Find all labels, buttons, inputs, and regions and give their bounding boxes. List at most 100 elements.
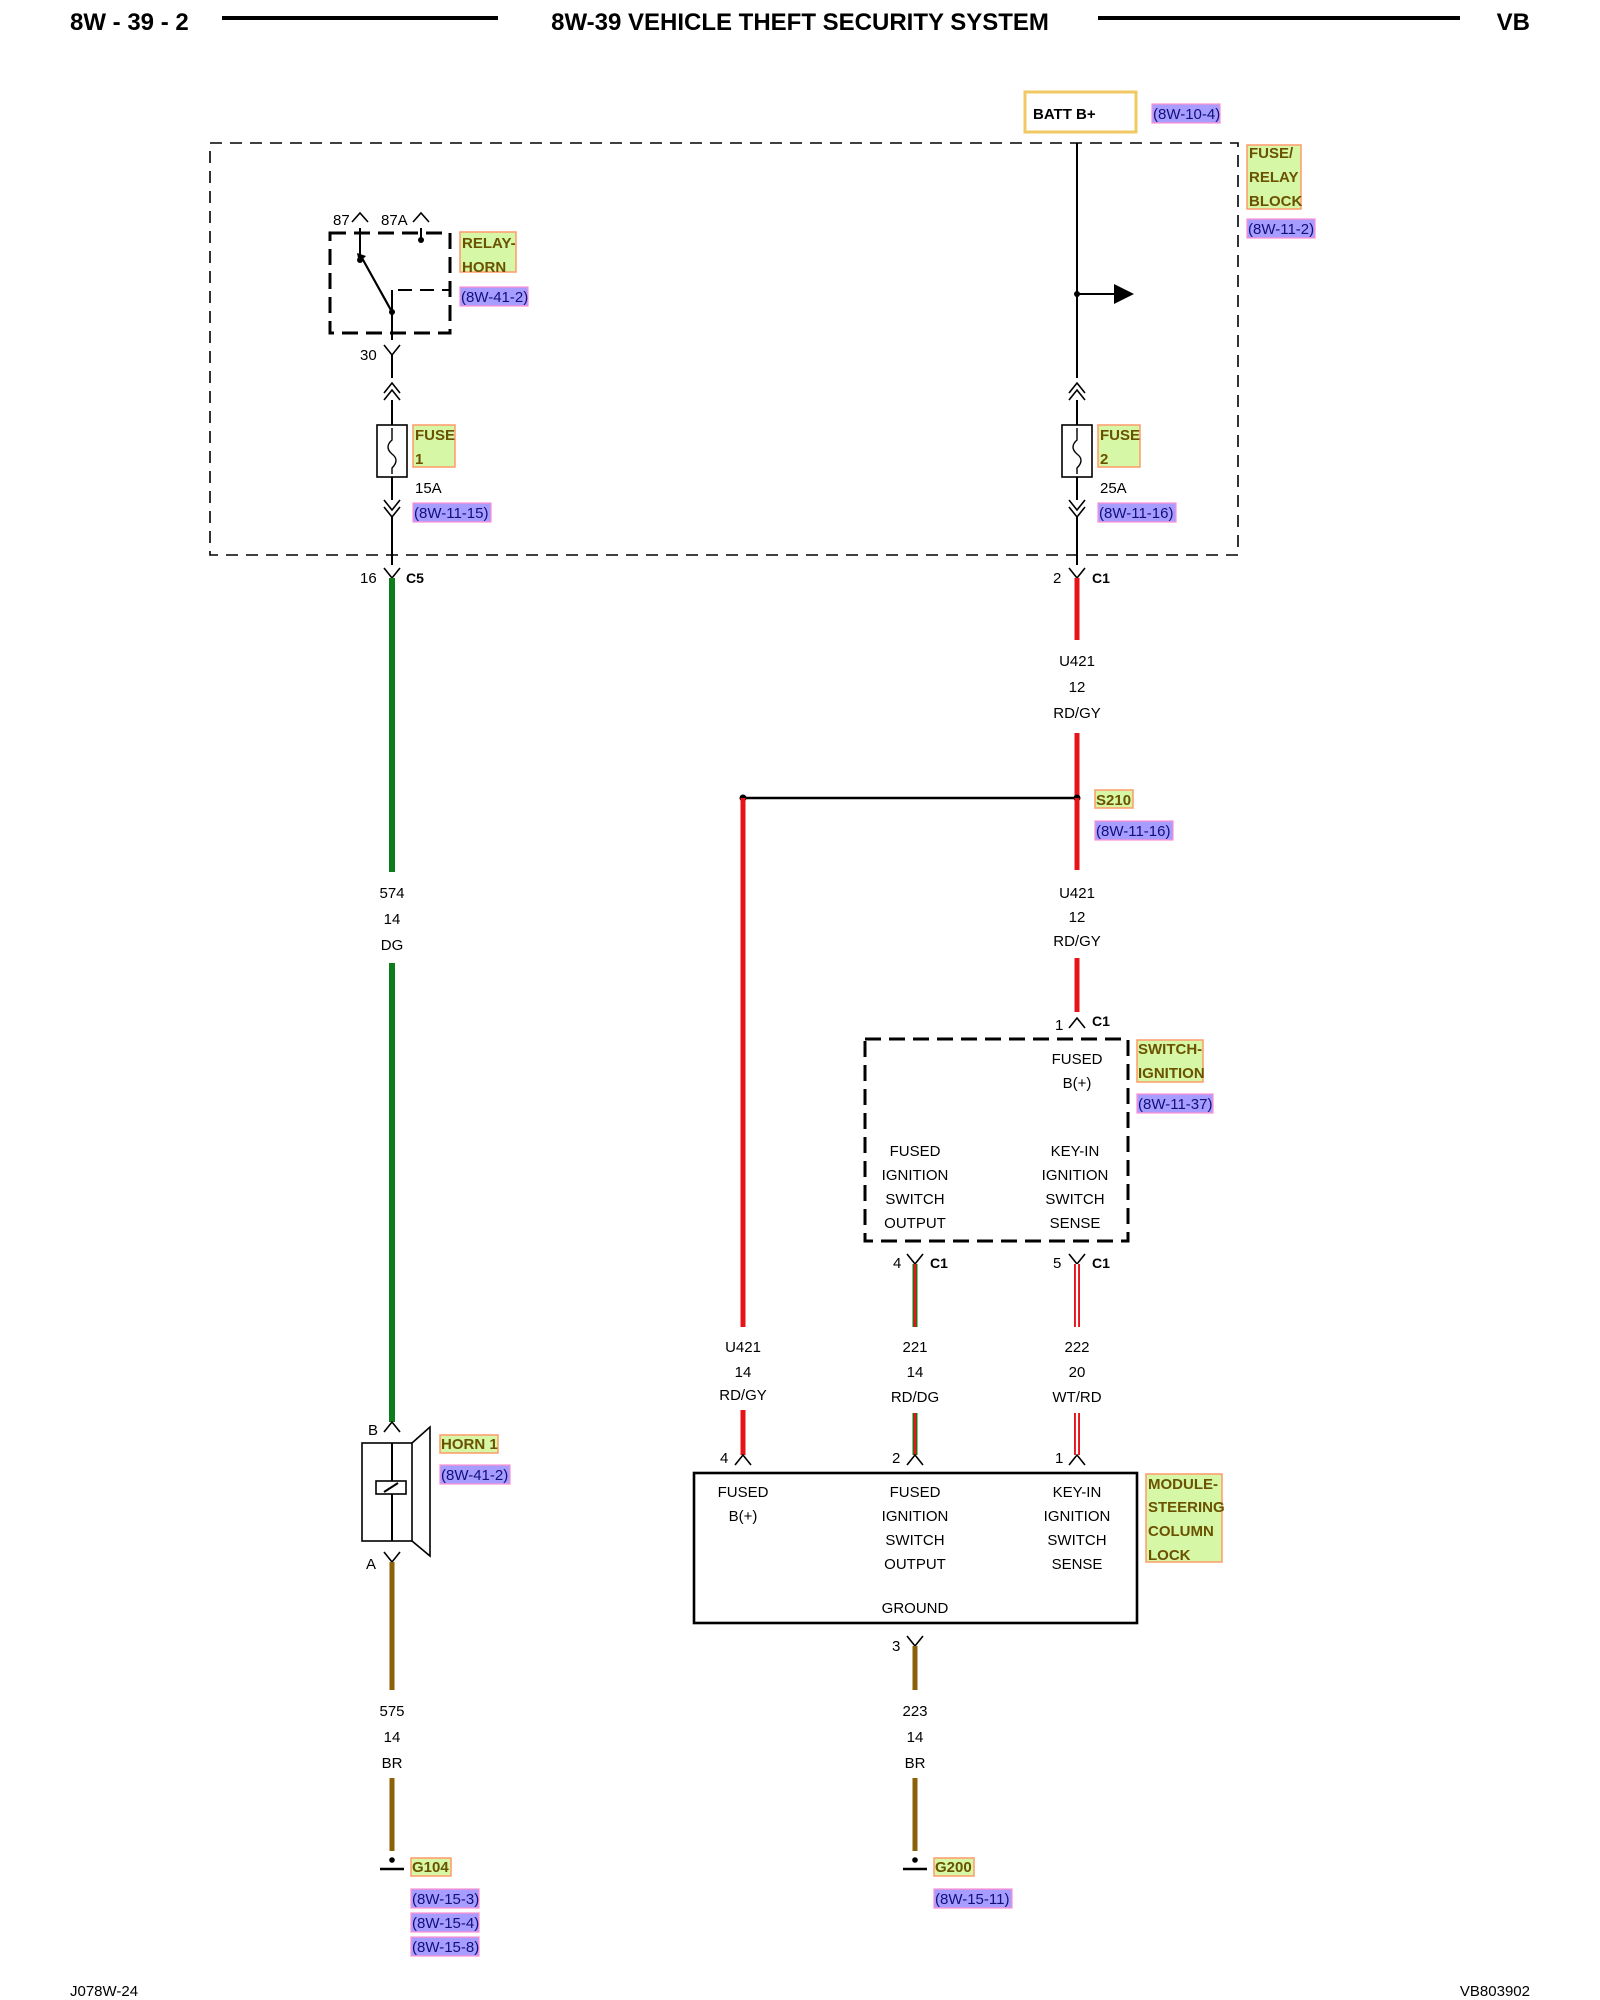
wire-223-circuit: 223 — [902, 1703, 927, 1720]
fuse1-ref-box — [412, 502, 492, 523]
wire-221-circuit: 221 — [902, 1339, 927, 1356]
wire-221-color: RD/DG — [891, 1389, 939, 1406]
fuse1-element — [387, 428, 397, 474]
c1-top-pin: 2 — [1053, 570, 1061, 587]
wire-221-gauge: 14 — [907, 1364, 924, 1381]
fuse2-element — [1072, 428, 1082, 474]
ignition-pin-out: 4 — [893, 1255, 901, 1272]
footer-right-code: VB803902 — [1460, 1983, 1530, 2000]
ignition-output-3: SWITCH — [885, 1191, 944, 1208]
ignition-fused-b-2: B(+) — [1063, 1075, 1092, 1092]
module-tag-3[interactable]: COLUMN — [1148, 1523, 1214, 1540]
relay-tag-2[interactable]: HORN — [462, 259, 506, 276]
g104-ref-3[interactable]: (8W-15-8) — [412, 1939, 479, 1956]
ignition-tag-1[interactable]: SWITCH- — [1138, 1041, 1202, 1058]
fuse1-tag-box — [412, 424, 456, 468]
horn-coil-slash — [383, 1482, 399, 1493]
ignition-sense-1: KEY-IN — [1051, 1143, 1100, 1160]
relay-pin-87a: 87A — [381, 212, 408, 229]
horn-tag-box — [439, 1434, 499, 1454]
module-sense-1: KEY-IN — [1053, 1484, 1102, 1501]
horn-ref-box — [439, 1464, 511, 1485]
g200-tag-box — [933, 1857, 975, 1877]
fuse2-tag-2[interactable]: 2 — [1100, 451, 1108, 468]
splice-ref[interactable]: (8W-11-16) — [1096, 823, 1170, 840]
ignition-conn-out: C1 — [930, 1255, 948, 1271]
module-tag-2[interactable]: STEERING — [1148, 1499, 1225, 1516]
g104-tag-box — [410, 1857, 452, 1877]
fuse2-ref-box — [1097, 502, 1177, 523]
fuse1-rating: 15A — [415, 480, 442, 497]
g104-tag[interactable]: G104 — [412, 1859, 449, 1876]
wire-222-color: WT/RD — [1052, 1389, 1101, 1406]
wire-u421-b-color: RD/GY — [1053, 933, 1101, 950]
module-tag-1[interactable]: MODULE- — [1148, 1476, 1218, 1493]
ignition-ref[interactable]: (8W-11-37) — [1138, 1096, 1212, 1113]
batt-ref[interactable]: (8W-10-4) — [1153, 106, 1220, 123]
wire-u421-b-circuit: U421 — [1059, 885, 1095, 902]
splice-tag-box — [1094, 789, 1134, 809]
g200-ref[interactable]: (8W-15-11) — [935, 1891, 1009, 1908]
wire-223-color: BR — [905, 1755, 926, 1772]
wire-u421-a-gauge: 12 — [1069, 679, 1086, 696]
page-number: 8W - 39 - 2 — [70, 9, 189, 36]
fuse2-tag-1[interactable]: FUSE — [1100, 427, 1140, 444]
c5-pin: 16 — [360, 570, 377, 587]
module-sense-2: IGNITION — [1044, 1508, 1111, 1525]
g104-ref-1[interactable]: (8W-15-3) — [412, 1891, 479, 1908]
fuse1-bottom-terminal-b — [383, 506, 401, 519]
relay-pin-30: 30 — [360, 347, 377, 364]
fuse1-tag-1[interactable]: FUSE — [415, 427, 455, 444]
ignition-output-4: OUTPUT — [884, 1215, 946, 1232]
fuse-block-tag-1[interactable]: FUSE/ — [1249, 145, 1294, 162]
fuse-block-ref[interactable]: (8W-11-2) — [1248, 221, 1314, 238]
fuse-block-tag-2[interactable]: RELAY — [1249, 169, 1298, 186]
horn-ref[interactable]: (8W-41-2) — [441, 1467, 508, 1484]
module-pin1: 1 — [1055, 1450, 1063, 1467]
fuse1-tag-2[interactable]: 1 — [415, 451, 423, 468]
vehicle-code: VB — [1497, 9, 1530, 36]
module-fused-b-1: FUSED — [718, 1484, 769, 1501]
ignition-tag-box — [1136, 1039, 1204, 1083]
fuse-block-tag-3[interactable]: BLOCK — [1249, 193, 1302, 210]
fuse1-top-terminal-a — [383, 381, 401, 394]
module-tag-box — [1145, 1473, 1223, 1563]
g104-ref-box-2 — [410, 1912, 480, 1933]
c5-terminal — [383, 567, 401, 580]
module-pin1-terminal — [1068, 1453, 1086, 1466]
ignition-input-terminal — [1068, 1016, 1086, 1029]
ignition-pin-in: 1 — [1055, 1017, 1063, 1034]
batt-branch-arrow — [1114, 284, 1134, 304]
fuse2-ref[interactable]: (8W-11-16) — [1099, 505, 1173, 522]
ignition-switch-outline — [863, 1037, 1130, 1243]
ignition-tag-2[interactable]: IGNITION — [1138, 1065, 1205, 1082]
g200-dot — [912, 1857, 918, 1863]
wire-222-gauge: 20 — [1069, 1364, 1086, 1381]
batt-label: BATT B+ — [1033, 106, 1096, 123]
wire-u421-a-circuit: U421 — [1059, 653, 1095, 670]
module-fused-b-2: B(+) — [729, 1508, 758, 1525]
g104-ref-2[interactable]: (8W-15-4) — [412, 1915, 479, 1932]
g200-tag[interactable]: G200 — [935, 1859, 972, 1876]
steering-column-lock-module — [692, 1471, 1139, 1625]
ignition-conn-sense: C1 — [1092, 1255, 1110, 1271]
module-tag-4[interactable]: LOCK — [1148, 1547, 1191, 1564]
horn-bell — [411, 1425, 431, 1558]
ignition-output-1: FUSED — [890, 1143, 941, 1160]
horn-tag[interactable]: HORN 1 — [441, 1436, 498, 1453]
relay-87a-contact — [418, 237, 424, 243]
relay-tag-1[interactable]: RELAY- — [462, 235, 516, 252]
fuse2-bottom-terminal-a — [1068, 499, 1086, 512]
c1-top-name: C1 — [1092, 570, 1110, 586]
g104-ref-box-1 — [410, 1888, 480, 1909]
fuse1-ref[interactable]: (8W-11-15) — [414, 505, 488, 522]
c5-name: C5 — [406, 570, 424, 586]
relay-tag-box — [459, 231, 517, 273]
wire-u421-c-gauge: 14 — [735, 1364, 752, 1381]
relay-ref[interactable]: (8W-41-2) — [461, 289, 528, 306]
module-sense-3: SWITCH — [1047, 1532, 1106, 1549]
splice-tag[interactable]: S210 — [1096, 792, 1131, 809]
wire-u421-c-circuit: U421 — [725, 1339, 761, 1356]
batt-ref-box — [1151, 103, 1221, 124]
